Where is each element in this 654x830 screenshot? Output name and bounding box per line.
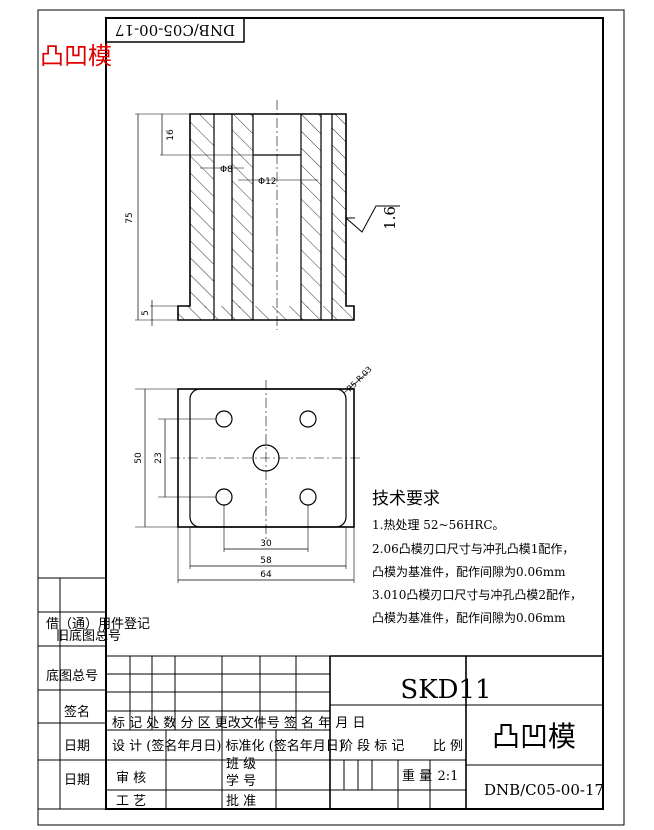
dim-width-mid: 58 (260, 556, 272, 566)
scale-label: 比 例 (433, 739, 463, 754)
student-no-label: 学 号 (226, 773, 256, 789)
tech-requirements: 技术要求 1.热处理 52~56HRC。 2.06凸模刃口尺寸与冲孔凸模1配作，… (372, 489, 582, 625)
review-label: 审 核 (116, 771, 146, 786)
dim-height-inner: 23 (154, 452, 164, 463)
dim-corner-radius: R5-R.03 (345, 365, 374, 394)
tech-line-3: 凸模为基准件，配作间隙为0.06mm (372, 565, 566, 579)
paper-border (37, 9, 625, 826)
dim-width-inner: 30 (260, 539, 272, 549)
class-label: 班 级 (226, 757, 256, 772)
register-label: 借（通）用件登记 (46, 617, 150, 632)
roughness-value: 1.6 (381, 206, 399, 230)
sign-label: 签名 (64, 704, 90, 720)
dim-hole-large: Φ12 (258, 177, 277, 187)
part-name-text: 凸凹模 (492, 720, 576, 753)
process-label: 工 艺 (116, 794, 146, 809)
dim-bottom-height: 5 (141, 310, 151, 316)
tech-line-4: 3.010凸模刃口尺寸与冲孔凸模2配作， (372, 587, 582, 602)
date-label-2: 日期 (64, 773, 90, 788)
corner-code: DNB/C05-00-17 (115, 21, 235, 39)
dim-total-height: 75 (125, 212, 135, 223)
dim-height-total: 50 (134, 452, 144, 464)
left-registration-column: 借（通）用件登记 旧底图总号 底图总号 签名 日期 日期 (38, 577, 150, 810)
tech-line-1: 1.热处理 52~56HRC。 (372, 518, 505, 532)
hole-bottom-left (215, 488, 233, 506)
hole-top-left (215, 410, 233, 428)
title-block: SKD11 凸凹模 DNB/C05-00-17 标 记 处 数 分 区 更改文件… (106, 655, 604, 809)
old-drawing-no-label: 旧底图总号 (56, 628, 121, 644)
dim-width-total: 64 (260, 570, 272, 580)
revision-header: 标 记 处 数 分 区 更改文件号 签 名 年 月 日 (112, 715, 365, 731)
weight-label: 重 量 (402, 768, 432, 784)
drawing-number-text: DNB/C05-00-17 (484, 781, 604, 799)
tech-line-5: 凸模为基准件，配作间隙为0.06mm (372, 611, 566, 625)
dim-hole-small: Φ8 (220, 165, 233, 175)
design-row: 设 计 (签名年月日) 标准化 (签名年月日) (112, 738, 344, 754)
top-view: R5-R.03 50 23 30 58 64 (134, 365, 374, 583)
red-title: 凸凹模 (40, 42, 112, 70)
scale-value: 2:1 (438, 769, 459, 784)
drawing-frame (105, 17, 604, 810)
dim-top-height: 16 (166, 129, 176, 141)
front-view: 16 75 5 Φ8 Φ12 1.6 (125, 100, 400, 330)
date-label-1: 日期 (64, 739, 90, 754)
approve-label: 批 准 (226, 794, 256, 809)
tech-title: 技术要求 (372, 489, 440, 509)
stage-marks: 阶 段 标 记 (340, 739, 404, 754)
tech-line-2: 2.06凸模刃口尺寸与冲孔凸模1配作， (372, 541, 574, 556)
hole-bottom-right (299, 488, 317, 506)
corner-code-box: DNB/C05-00-17 (105, 17, 245, 43)
hole-top-right (299, 410, 317, 428)
drawing-no-label: 底图总号 (46, 668, 98, 684)
material-text: SKD11 (400, 675, 491, 705)
